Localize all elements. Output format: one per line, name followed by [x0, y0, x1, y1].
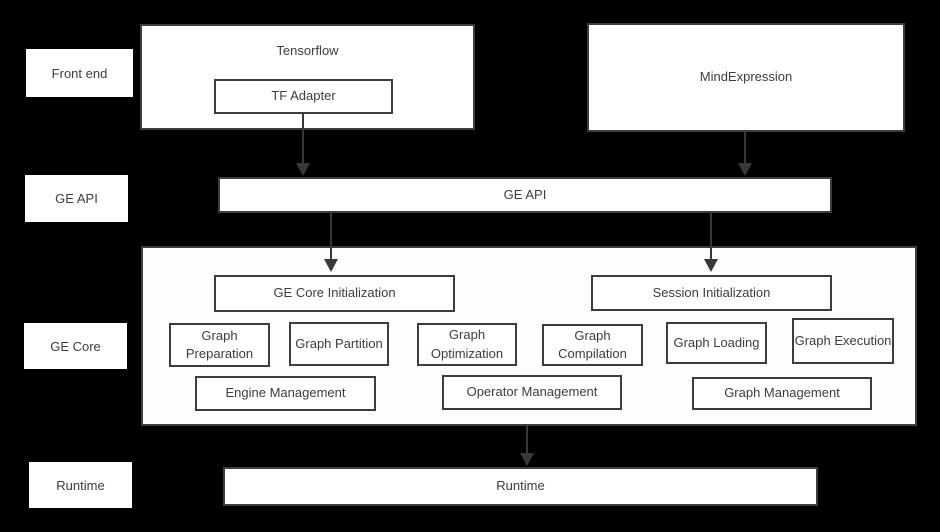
layer-label-ge-api-text: GE API: [55, 191, 98, 206]
arrow-mindexpression-to-ge-api: [738, 132, 752, 176]
runtime-bar-label: Runtime: [496, 478, 545, 494]
ge-core-initialization-box: GE Core Initialization: [214, 275, 455, 312]
graph-management-label: Graph Management: [724, 385, 840, 401]
arrow-head-icon: [520, 453, 534, 466]
session-initialization-label: Session Initialization: [652, 284, 771, 300]
graph-execution-box: Graph Execution: [792, 318, 894, 364]
operator-management-box: Operator Management: [442, 375, 622, 410]
arrow-head-icon: [296, 163, 310, 176]
arrow-head-icon: [704, 259, 718, 272]
arrow-ge-api-to-session-initialization: [704, 213, 718, 272]
graph-preparation-label: Graph Preparation: [185, 327, 254, 361]
session-initialization-box: Session Initialization: [591, 275, 832, 311]
arrow-line: [330, 213, 332, 261]
graph-execution-label: Graph Execution: [794, 332, 892, 348]
arrow-line: [302, 114, 304, 165]
graph-compilation-label: Graph Compilation: [558, 327, 627, 361]
graph-loading-label: Graph Loading: [673, 334, 760, 350]
graph-optimization-label: Graph Optimization: [430, 327, 504, 361]
layer-label-runtime: Runtime: [29, 462, 132, 508]
mindexpression-box: MindExpression: [587, 23, 905, 132]
layer-label-front-end-text: Front end: [51, 65, 108, 81]
arrow-line: [744, 132, 746, 165]
arrow-ge-api-to-ge-core-initialization: [324, 213, 338, 272]
engine-management-label: Engine Management: [225, 385, 346, 401]
layer-label-ge-core: GE Core: [24, 323, 127, 369]
arrow-line: [710, 213, 712, 261]
operator-management-label: Operator Management: [466, 384, 598, 400]
arrow-head-icon: [324, 259, 338, 272]
mindexpression-label: MindExpression: [699, 69, 793, 85]
arrow-ge-core-to-runtime: [520, 426, 534, 466]
tf-adapter-box: TF Adapter: [214, 79, 393, 114]
layer-label-front-end: Front end: [26, 49, 133, 97]
graph-partition-label: Graph Partition: [295, 335, 383, 351]
runtime-bar: Runtime: [223, 467, 818, 506]
engine-management-box: Engine Management: [195, 376, 376, 411]
tensorflow-label: Tensorflow: [276, 43, 339, 58]
ge-core-initialization-label: GE Core Initialization: [273, 285, 396, 301]
graph-optimization-box: Graph Optimization: [417, 323, 517, 366]
tf-adapter-label: TF Adapter: [271, 88, 336, 104]
graph-management-box: Graph Management: [692, 377, 872, 410]
ge-core-box: GE Core Initialization Session Initializ…: [141, 246, 917, 426]
graph-loading-box: Graph Loading: [666, 322, 767, 364]
arrow-line: [526, 426, 528, 455]
ge-api-bar: GE API: [218, 177, 832, 213]
graph-preparation-box: Graph Preparation: [169, 323, 270, 367]
arrow-tf-adapter-to-ge-api: [296, 114, 310, 176]
graph-partition-box: Graph Partition: [289, 322, 389, 366]
layer-label-ge-core-text: GE Core: [50, 338, 101, 354]
arrow-head-icon: [738, 163, 752, 176]
ge-api-bar-label: GE API: [503, 186, 547, 202]
layer-label-ge-api: GE API: [25, 175, 128, 222]
graph-compilation-box: Graph Compilation: [542, 324, 643, 366]
layer-label-runtime-text: Runtime: [56, 477, 105, 493]
